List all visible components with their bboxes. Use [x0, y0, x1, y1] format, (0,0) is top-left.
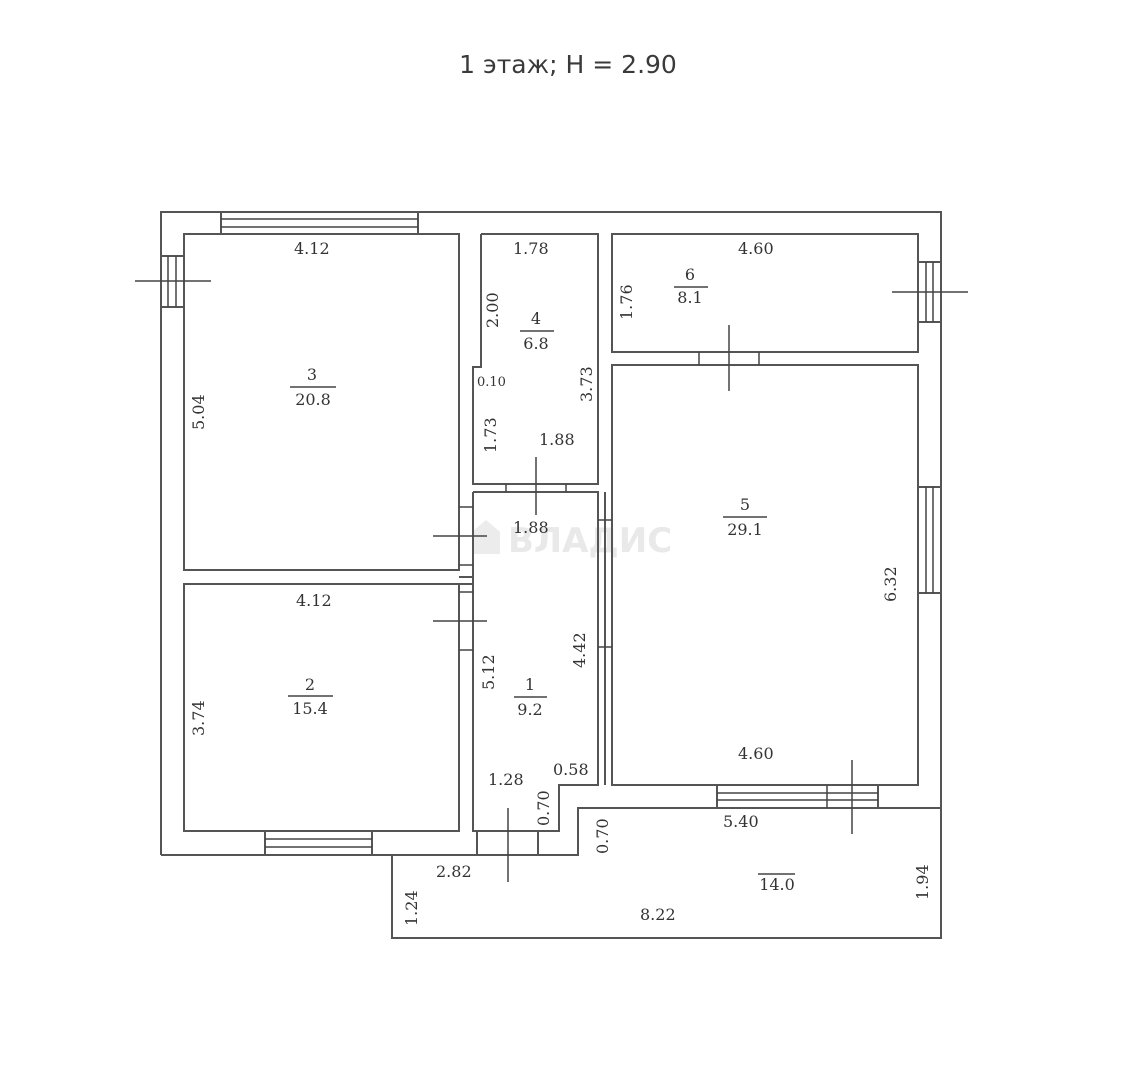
dim-room3-width: 4.12 [294, 239, 330, 258]
room1-area: 9.2 [517, 700, 542, 719]
dim-room2-height: 3.74 [189, 700, 208, 736]
window-top-room3 [220, 211, 419, 235]
room1-number: 1 [525, 675, 535, 694]
dim-room5-height: 6.32 [881, 566, 900, 602]
dim-room4-width: 1.78 [513, 239, 549, 258]
dim-terrace-step-depth: 0.70 [593, 818, 612, 854]
watermark-text: ВЛАДИС [508, 521, 672, 561]
door-room2-room1 [433, 591, 487, 651]
interior-walls [459, 492, 606, 785]
dim-terrace-bottom-width: 8.22 [640, 905, 676, 924]
dim-room4-bottom-width: 1.88 [539, 430, 575, 449]
dim-room6-width: 4.60 [738, 239, 774, 258]
door-room4-room1 [505, 457, 567, 515]
room3-area: 20.8 [295, 390, 331, 409]
dim-room1-right-height: 4.42 [570, 632, 589, 668]
dim-room4-offset: 0.10 [477, 375, 506, 390]
window-bottom-room2 [264, 830, 373, 856]
dim-room1-bottom-width: 1.28 [488, 770, 524, 789]
floor-title: 1 этаж; H = 2.90 [459, 50, 677, 79]
dim-room1-step-width: 0.58 [553, 760, 589, 779]
room6-area: 8.1 [677, 288, 702, 307]
watermark: ВЛАДИС [472, 520, 672, 561]
dim-room4-lower-height: 1.73 [481, 417, 500, 453]
terrace-area: 14.0 [759, 875, 795, 894]
room-1 [472, 491, 599, 832]
window-right-room6 [892, 261, 968, 323]
door-room3-room1 [433, 506, 487, 566]
room5-area: 29.1 [727, 520, 763, 539]
room-4 [472, 233, 599, 485]
window-bottom-room5 [716, 760, 879, 834]
outer-walls [160, 211, 942, 939]
dim-room1-width: 1.88 [513, 518, 549, 537]
room4-number: 4 [531, 309, 541, 328]
room2-number: 2 [305, 675, 315, 694]
door-room1-room5 [598, 519, 612, 648]
dim-room1-height: 5.12 [479, 654, 498, 690]
room5-number: 5 [740, 495, 750, 514]
dim-room2-width: 4.12 [296, 591, 332, 610]
dim-room6-height: 1.76 [617, 284, 636, 320]
dim-terrace-left-width: 2.82 [436, 862, 472, 881]
dim-room1-step-depth: 0.70 [534, 790, 553, 826]
dim-room5-width: 4.60 [738, 744, 774, 763]
room6-number: 6 [685, 265, 695, 284]
room4-area: 6.8 [523, 334, 548, 353]
dim-room4-upper-height: 2.00 [483, 292, 502, 328]
dim-terrace-top-width: 5.40 [723, 812, 759, 831]
dim-room4-height: 3.73 [577, 366, 596, 402]
room3-number: 3 [307, 365, 317, 384]
door-room6-room5 [698, 325, 760, 391]
window-right-room5 [917, 486, 942, 594]
dim-terrace-left-height: 1.24 [402, 890, 421, 926]
room2-area: 15.4 [292, 699, 328, 718]
window-left-room3 [135, 255, 211, 308]
room-5 [611, 364, 919, 786]
dim-terrace-right-height: 1.94 [913, 864, 932, 900]
dim-room3-height: 5.04 [189, 394, 208, 430]
